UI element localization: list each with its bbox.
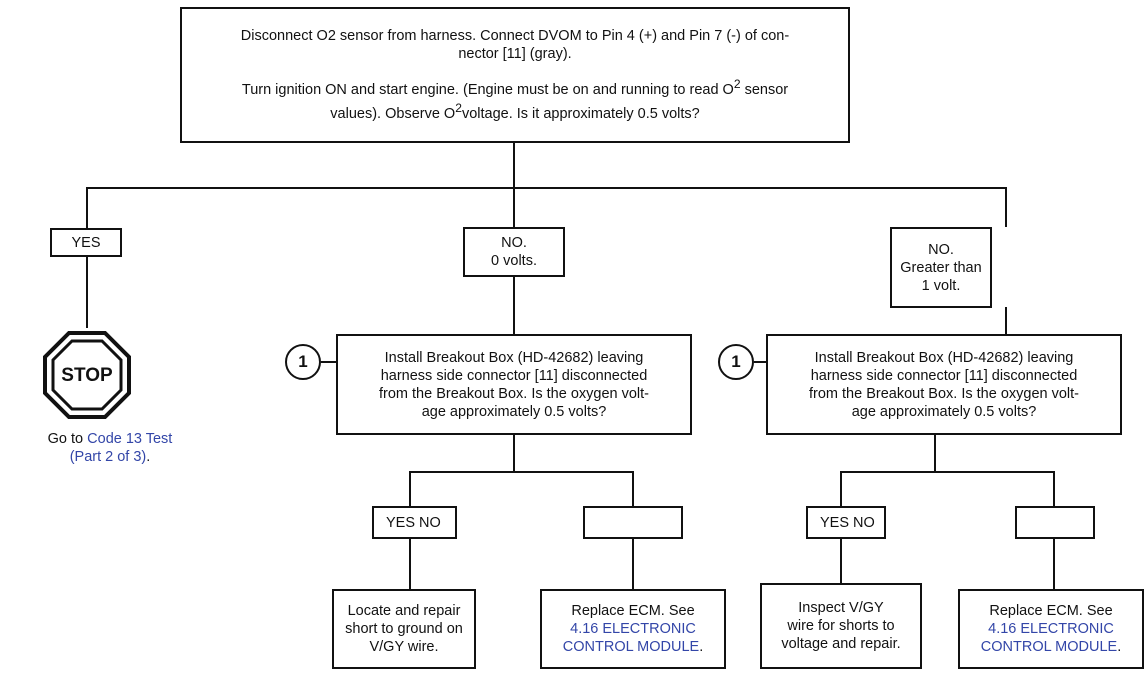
connector-right-empty-up [1053, 471, 1055, 507]
result-replace-ecm-right: Replace ECM. See 4.16 ELECTRONIC CONTROL… [958, 589, 1144, 669]
yesno-box-left: YES NO [372, 506, 457, 539]
connector-main-horizontal [86, 187, 1006, 189]
goto-prefix: Go to [47, 431, 88, 447]
result-replace-ecm-left: Replace ECM. See 4.16 ELECTRONIC CONTROL… [540, 589, 726, 669]
step-marker-left: 1 [285, 344, 321, 380]
connector-right-yesno-up [840, 471, 842, 507]
connector-yes-down [86, 187, 88, 229]
result-locate-repair: Locate and repair short to ground on V/G… [332, 589, 476, 669]
branch-yes-box: YES [50, 228, 122, 257]
ecm-link-right-2[interactable]: CONTROL MODULE [980, 639, 1118, 655]
connector-right-split [840, 471, 1055, 473]
ecm-link-left-2[interactable]: CONTROL MODULE [562, 639, 700, 655]
connector-left-breakout-down [513, 434, 515, 472]
code13-link[interactable]: Code 13 Test [87, 431, 173, 447]
connector-left-empty-up [632, 471, 634, 507]
connector-right-empty-down [1053, 538, 1055, 590]
stop-sign-icon: STOP [43, 331, 131, 419]
empty-box-right [1015, 506, 1095, 539]
connector-right-breakout-down [934, 434, 936, 472]
branch-no-greater-than-1: NO. Greater than 1 volt. [890, 227, 992, 308]
ecm-link-left[interactable]: 4.16 ELECTRONIC [570, 621, 696, 637]
result-inspect-wire: Inspect V/GY wire for shorts to voltage … [760, 583, 922, 669]
connector-marker1-left [321, 361, 337, 363]
connector-top-down [513, 142, 515, 188]
breakout-box-left: Install Breakout Box (HD-42682) leaving … [336, 334, 692, 435]
connector-yes-stop [86, 256, 88, 328]
connector-no1-breakout [1005, 307, 1007, 334]
connector-marker1-right [754, 361, 766, 363]
connector-left-yesno-down [409, 538, 411, 590]
connector-left-empty-down [632, 538, 634, 590]
connector-left-yesno-up [409, 471, 411, 507]
connector-no1-down [1005, 187, 1007, 227]
connector-no0-breakout [513, 276, 515, 334]
instruction-line-2: nector [11] (gray). [458, 46, 572, 63]
connector-left-split [409, 471, 634, 473]
branch-no-zero-volts: NO. 0 volts. [463, 227, 565, 277]
instruction-line-4: values). Observe O2voltage. Is it approx… [330, 101, 700, 122]
goto-text: Go to Code 13 Test (Part 2 of 3). [47, 431, 173, 465]
code13-link-part[interactable]: (Part 2 of 3) [69, 449, 147, 465]
stop-sign-label: STOP [61, 365, 113, 386]
yesno-box-right: YES NO [806, 506, 886, 539]
step-marker-right: 1 [718, 344, 754, 380]
instruction-box-top: Disconnect O2 sensor from harness. Conne… [180, 7, 850, 143]
breakout-box-right: Install Breakout Box (HD-42682) leaving … [766, 334, 1122, 435]
instruction-line-3: Turn ignition ON and start engine. (Engi… [241, 77, 789, 98]
empty-box-left [583, 506, 683, 539]
connector-no0-down [513, 187, 515, 227]
ecm-link-right[interactable]: 4.16 ELECTRONIC [988, 621, 1114, 637]
connector-right-yesno-down [840, 538, 842, 590]
branch-yes-label: YES [71, 234, 101, 251]
instruction-line-1: Disconnect O2 sensor from harness. Conne… [240, 28, 790, 45]
